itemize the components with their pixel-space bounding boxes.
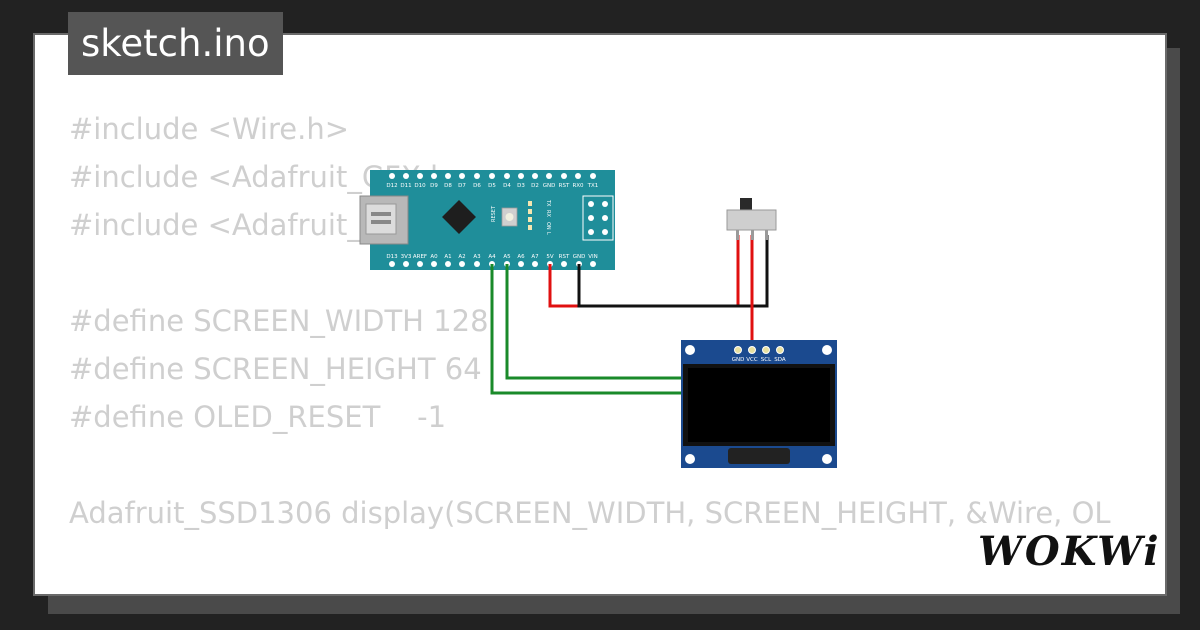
wire-gnd[interactable]: [577, 235, 769, 308]
pin-label: D9: [430, 183, 438, 189]
pin-hole[interactable]: [546, 173, 552, 179]
pin-label: A7: [531, 254, 539, 260]
pin-label: 5V: [546, 254, 553, 260]
oled-pin-hole[interactable]: [762, 346, 770, 354]
pin-label: A4: [488, 254, 496, 260]
pin-hole[interactable]: [445, 173, 451, 179]
oled-pin-label: GND: [732, 357, 745, 363]
pin-label: D10: [414, 183, 426, 189]
pin-hole[interactable]: [459, 261, 465, 267]
pin-label: VIN: [588, 254, 598, 260]
switch-knob[interactable]: [740, 198, 752, 212]
pin-label: GND: [573, 254, 586, 260]
icsp-header: [582, 195, 614, 241]
oled-ribbon: [728, 448, 790, 464]
pin-label: RST: [559, 183, 570, 189]
code-line: #define SCREEN_WIDTH 128: [69, 304, 489, 338]
microcontroller-chip-icon: [442, 200, 476, 234]
switch-body: [726, 209, 777, 231]
pin-hole[interactable]: [459, 173, 465, 179]
pin-label: A0: [430, 254, 438, 260]
pin-label: D2: [531, 183, 539, 189]
pin-hole[interactable]: [532, 261, 538, 267]
pin-label: D6: [473, 183, 481, 189]
pin-hole[interactable]: [489, 173, 495, 179]
file-tab[interactable]: sketch.ino: [68, 12, 283, 75]
oled-pin-label: SCL: [761, 357, 772, 363]
pin-hole[interactable]: [389, 173, 395, 179]
pin-hole[interactable]: [561, 173, 567, 179]
pin-label: GND: [543, 183, 556, 189]
pin-label: D4: [503, 183, 511, 189]
pin-hole[interactable]: [445, 261, 451, 267]
pin-hole[interactable]: [431, 261, 437, 267]
led-label-rx: RX: [545, 210, 551, 217]
pin-hole[interactable]: [504, 173, 510, 179]
pin-hole[interactable]: [590, 261, 596, 267]
pin-hole[interactable]: [532, 173, 538, 179]
pin-hole[interactable]: [417, 173, 423, 179]
slide-switch[interactable]: [726, 198, 777, 240]
pin-label: TX1: [587, 183, 599, 189]
oled-pin-hole[interactable]: [748, 346, 756, 354]
code-line: void setup() {: [69, 585, 1111, 594]
pin-hole[interactable]: [474, 173, 480, 179]
pin-label: A1: [444, 254, 451, 260]
pin-hole[interactable]: [431, 173, 437, 179]
pin-label: A6: [517, 254, 525, 260]
pin-hole[interactable]: [561, 261, 567, 267]
pin-hole[interactable]: [575, 173, 581, 179]
oled-pin-label: VCC: [746, 357, 758, 363]
pin-label: A3: [473, 254, 481, 260]
pin-label: D3: [517, 183, 525, 189]
pin-label: A2: [458, 254, 465, 260]
pin-hole[interactable]: [518, 261, 524, 267]
pin-hole[interactable]: [403, 173, 409, 179]
pin-label: D11: [400, 183, 411, 189]
preview-card: #include <Wire.h>#include <Adafruit_GFX.…: [33, 33, 1167, 596]
pin-hole[interactable]: [417, 261, 423, 267]
pin-label: RST: [559, 254, 570, 260]
pin-label: 3V3: [401, 254, 412, 260]
pin-label: D5: [488, 183, 496, 189]
led-label-l: L: [545, 232, 551, 235]
pin-hole[interactable]: [389, 261, 395, 267]
oled-pin-hole[interactable]: [776, 346, 784, 354]
pin-label: AREF: [413, 254, 427, 260]
pin-label: D12: [386, 183, 397, 189]
led-label-tx: TX: [545, 199, 551, 207]
pin-hole[interactable]: [403, 261, 409, 267]
arduino-pcb: [370, 170, 615, 270]
pin-label: D13: [386, 254, 398, 260]
pin-label: D8: [444, 183, 452, 189]
code-line: #define SCREEN_HEIGHT 64: [69, 352, 482, 386]
oled-pin-label: SDA: [774, 357, 786, 363]
code-line: #define OLED_RESET -1: [69, 400, 447, 434]
code-line: #include <Wire.h>: [69, 112, 350, 146]
pin-label: A5: [503, 254, 511, 260]
pin-hole[interactable]: [518, 173, 524, 179]
led-label-on: ON: [545, 222, 551, 230]
pin-hole[interactable]: [590, 173, 596, 179]
oled-pin-hole[interactable]: [734, 346, 742, 354]
pin-hole[interactable]: [474, 261, 480, 267]
pin-label: D7: [458, 183, 466, 189]
pin-label: RX0: [572, 183, 584, 189]
code-line: Adafruit_SSD1306 display(SCREEN_WIDTH, S…: [69, 496, 1111, 530]
reset-label: RESET: [491, 205, 497, 222]
wokwi-logo: WOKWi: [978, 528, 1161, 575]
